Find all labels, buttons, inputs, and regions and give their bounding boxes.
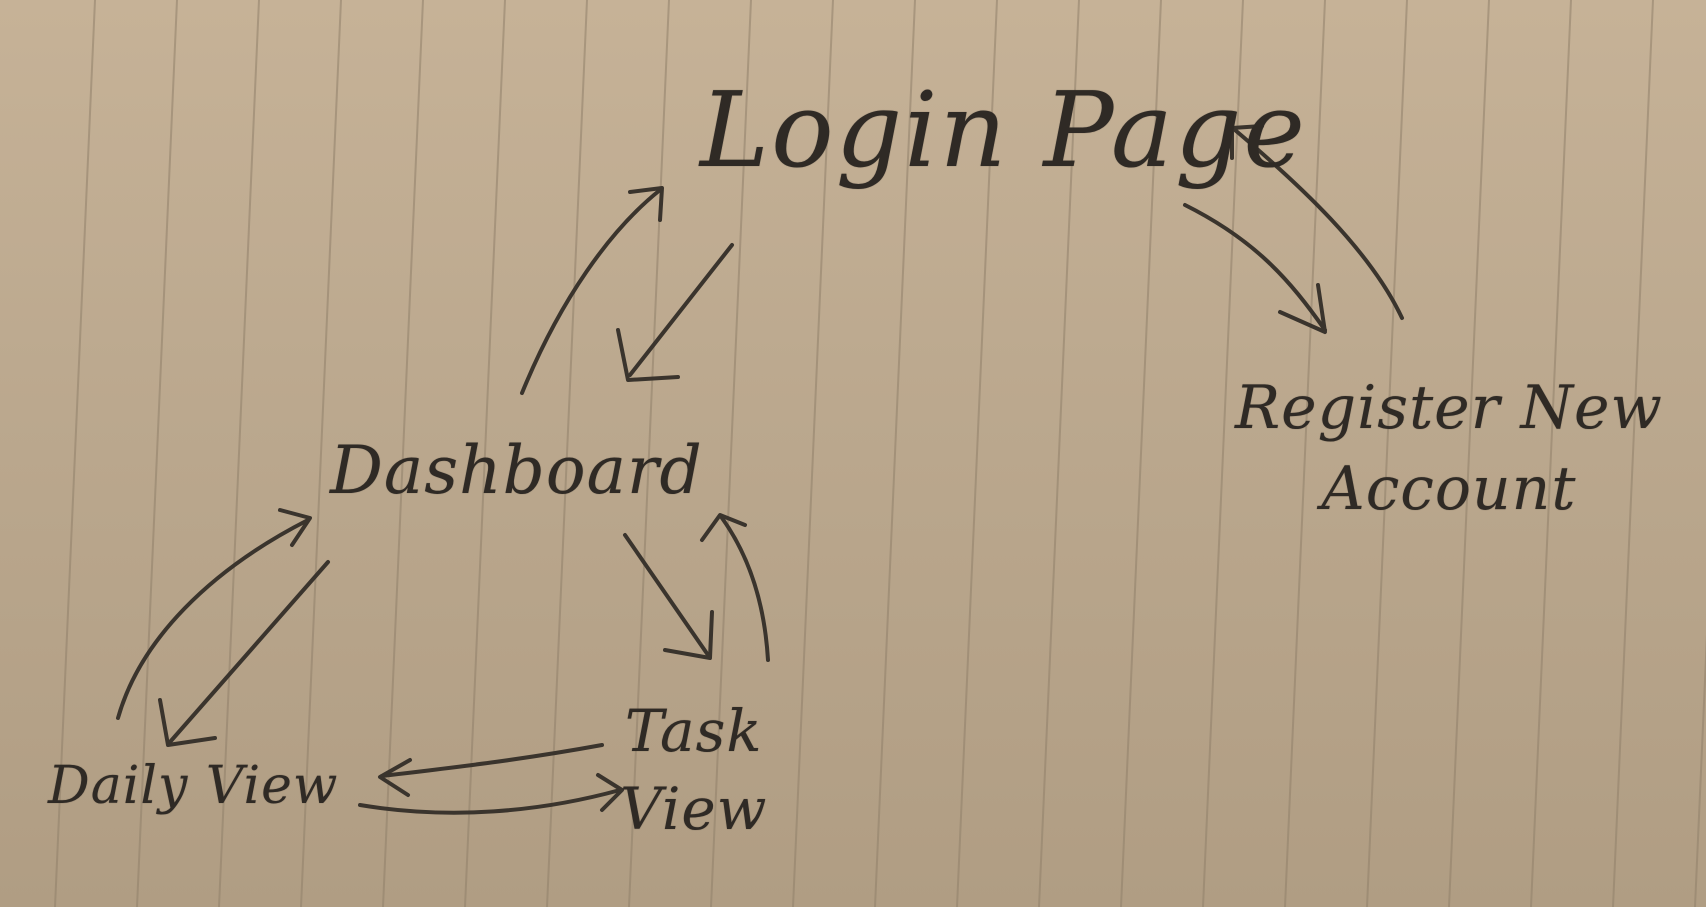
- node-login-page-label: Login Page: [700, 69, 1307, 191]
- node-dashboard-label: Dashboard: [330, 432, 703, 509]
- ruled-line: [1202, 0, 1244, 907]
- node-register-label-line2: Account: [1321, 454, 1577, 524]
- node-register-label-line1: Register New: [1235, 373, 1663, 443]
- arrow-dashboard-to-task: [623, 533, 714, 660]
- ruled-line: [54, 0, 96, 907]
- node-login-page: Login Page: [700, 78, 1307, 182]
- node-register-new-account: Register New Account: [1235, 368, 1663, 530]
- arrow-task-to-daily: [378, 743, 604, 797]
- ruled-line: [1120, 0, 1162, 907]
- ruled-line: [792, 0, 834, 907]
- arrow-register-to-login: [1230, 124, 1404, 320]
- arrow-login-to-dashboard: [616, 243, 734, 382]
- ruled-line: [1448, 0, 1490, 907]
- node-daily-view: Daily View: [48, 760, 338, 812]
- node-task-label-line2: View: [620, 775, 768, 844]
- arrow-task-to-dashboard: [700, 513, 770, 662]
- arrow-daily-to-task: [358, 773, 624, 815]
- node-daily-view-label: Daily View: [48, 756, 339, 816]
- node-task-view: Task View: [620, 692, 767, 849]
- ruled-line: [1284, 0, 1326, 907]
- ruled-line: [710, 0, 752, 907]
- ruled-line: [628, 0, 670, 907]
- arrow-login-to-register: [1183, 203, 1327, 334]
- ruled-line: [874, 0, 916, 907]
- ruled-line: [464, 0, 506, 907]
- node-task-label-line1: Task: [624, 697, 763, 765]
- arrow-dashboard-to-daily: [158, 560, 330, 747]
- ruled-line: [1612, 0, 1654, 907]
- arrow-dashboard-to-login: [520, 186, 664, 395]
- node-dashboard: Dashboard: [330, 438, 703, 504]
- ruled-line: [1038, 0, 1080, 907]
- ruled-line: [218, 0, 260, 907]
- ruled-line: [1366, 0, 1408, 907]
- ruled-line: [956, 0, 998, 907]
- ruled-line: [546, 0, 588, 907]
- ruled-line: [1694, 634, 1706, 907]
- arrow-daily-to-dashboard: [116, 508, 312, 720]
- ruled-line: [1530, 0, 1572, 907]
- ruled-line: [136, 0, 178, 907]
- ruled-line: [382, 0, 424, 907]
- ruled-line: [300, 0, 342, 907]
